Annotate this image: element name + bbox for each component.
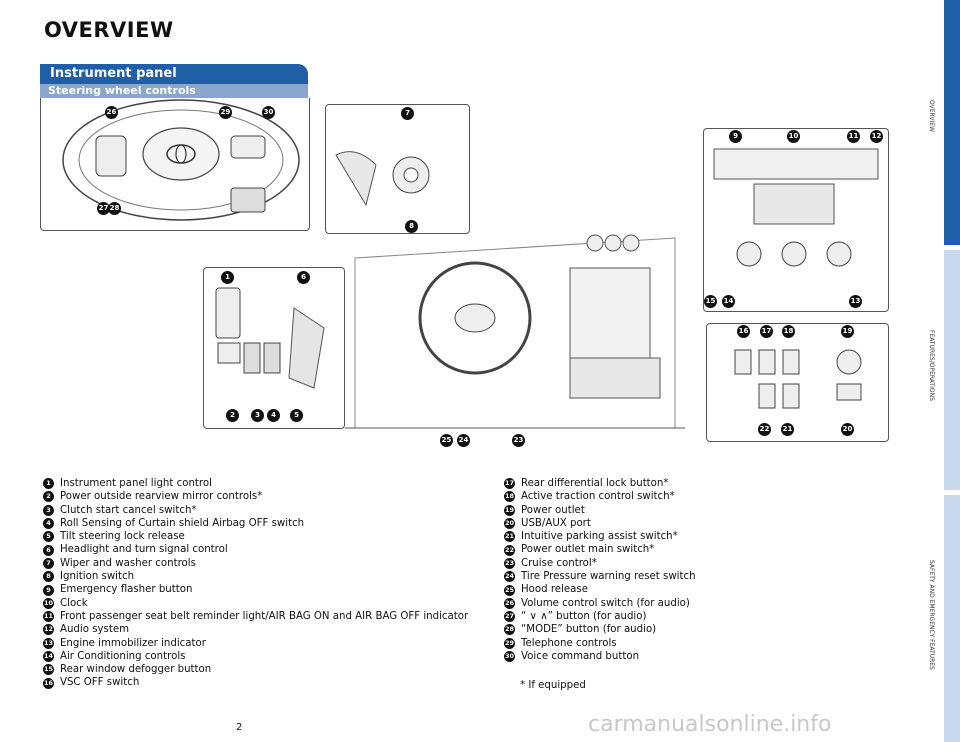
callout: 26 [105,106,118,119]
tab-overview-label: OVERVIEW [928,100,935,132]
left-panel-drawing [215,287,325,389]
callout: 6 [297,271,310,284]
callout: 11 [847,130,860,143]
callout: 7 [401,107,414,120]
callout: 15 [704,295,717,308]
tab-features-label: FEATURES/OPERATIONS [928,330,935,401]
ignition-illustration: 7 8 [325,104,470,234]
console-drawing [734,349,862,409]
watermark: carmanualsonline.info [588,712,832,737]
callout: 17 [760,325,773,338]
console-illustration: 16 17 18 19 22 21 20 [706,323,889,442]
left-panel-illustration: 1 6 2 3 4 5 [203,267,345,429]
page-title: OVERVIEW [44,18,174,42]
section-header: Instrument panel [40,64,308,84]
callout: 30 [262,106,275,119]
ignition-drawing [335,151,430,207]
callout: 4 [267,409,280,422]
callout: 12 [870,130,883,143]
tab-overview[interactable] [944,0,960,245]
callout: 14 [722,295,735,308]
list-item: 27“ ∨ ∧” button (for audio) [504,610,647,623]
callout: 24 [457,434,470,447]
callout: 18 [782,325,795,338]
callout: 23 [512,434,525,447]
callout: 27 [97,202,110,215]
page-number: 2 [236,722,243,733]
callout: 19 [841,325,854,338]
footnote: * If equipped [520,680,586,691]
callout: 28 [108,202,121,215]
dashboard-drawing [345,234,685,429]
sub-header: Steering wheel controls [40,84,308,98]
callout: 3 [251,409,264,422]
callout: 21 [781,423,794,436]
steering-wheel-drawing [62,99,300,221]
callout: 1 [221,271,234,284]
steering-wheel-illustration: 26 29 30 27 28 [40,98,310,231]
center-stack-drawing [713,148,879,267]
tab-features-operations[interactable] [944,250,960,490]
callout: 25 [440,434,453,447]
callout: 22 [758,423,771,436]
callout: 10 [787,130,800,143]
callout: 9 [729,130,742,143]
callout: 29 [219,106,232,119]
callout: 2 [226,409,239,422]
tab-safety-label: SAFETY AND EMERGENCY FEATURES [928,560,935,670]
center-stack-illustration: 9 10 11 12 15 14 13 [703,128,889,312]
list-item: 28“MODE” button (for audio) [504,624,657,636]
callout: 8 [405,220,418,233]
callout: 20 [841,423,854,436]
callout: 16 [737,325,750,338]
callout: 13 [849,295,862,308]
tab-safety-emergency[interactable] [944,495,960,742]
callout: 5 [290,409,303,422]
